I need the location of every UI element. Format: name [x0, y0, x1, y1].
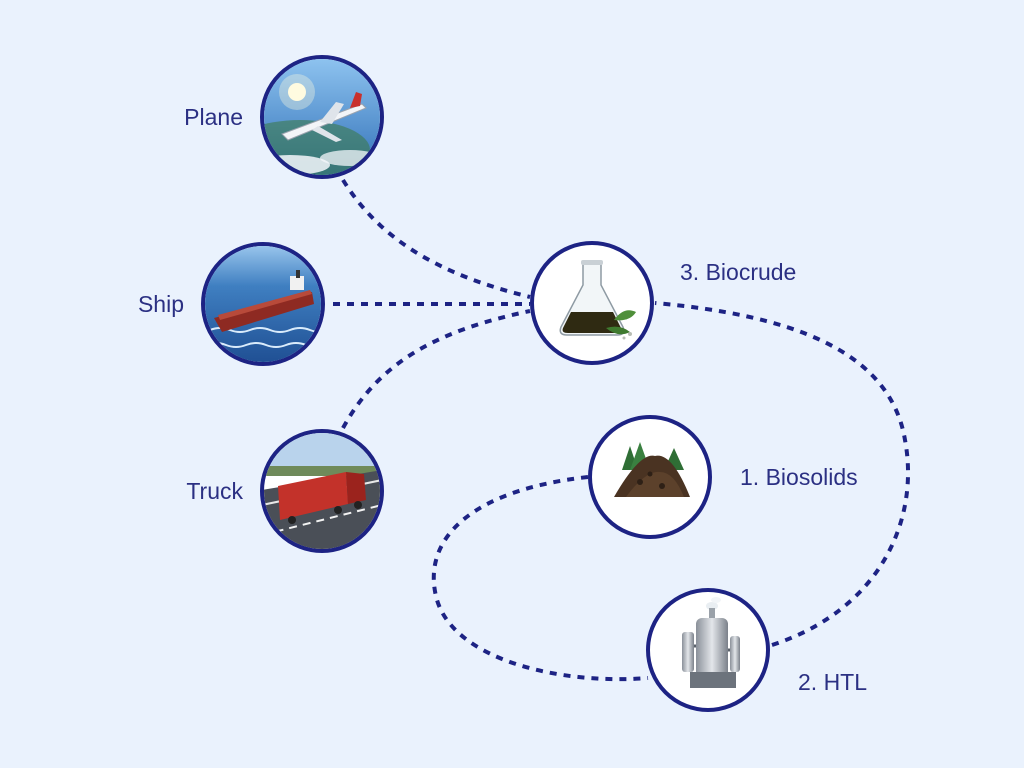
label-biosolids: 1. Biosolids: [740, 464, 858, 490]
label-biocrude: 3. Biocrude: [680, 259, 796, 285]
label-ship: Ship: [138, 291, 184, 317]
connectors: [333, 178, 910, 682]
node-ship: [201, 242, 325, 366]
connector-htl-biocrude: [654, 301, 910, 647]
biosolids-pile-icon: [614, 442, 690, 497]
flask-icon: [559, 260, 636, 340]
node-biocrude: [530, 241, 654, 365]
node-biosolids: [588, 415, 712, 539]
node-plane: [260, 55, 384, 179]
connector-biosolids-htl: [431, 475, 649, 682]
connector-biocrude-plane: [341, 178, 531, 299]
label-plane: Plane: [184, 104, 243, 130]
label-htl: 2. HTL: [798, 669, 867, 695]
htl-reactor-icon: [682, 597, 740, 688]
truck-icon: [264, 433, 380, 549]
label-truck: Truck: [186, 478, 243, 504]
ship-icon: [205, 246, 321, 362]
connector-biocrude-truck: [341, 309, 531, 429]
node-htl: [646, 588, 770, 712]
node-truck: [260, 429, 384, 553]
